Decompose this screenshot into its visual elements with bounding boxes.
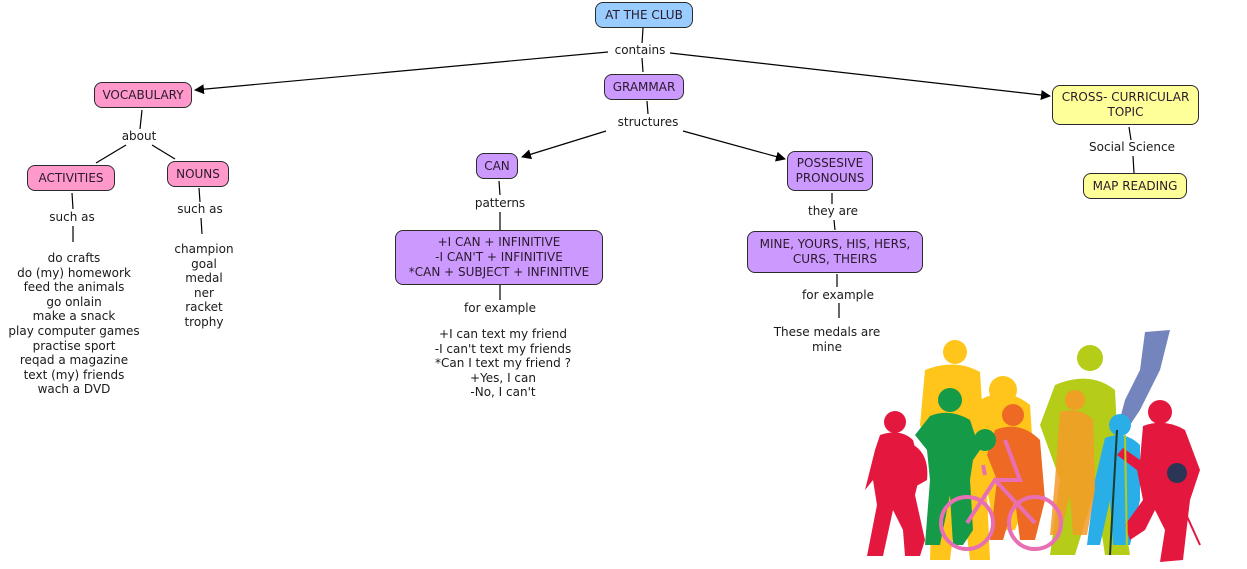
can-example-item: +Yes, I can (470, 370, 536, 385)
activity-item: make a snack (32, 309, 116, 324)
node-map-reading[interactable]: MAP READING (1083, 173, 1187, 199)
link-label-they-are: they are (805, 204, 861, 219)
arrow-structures-possessive (682, 130, 786, 162)
activity-item: do crafts (47, 251, 101, 265)
noun-item: ner (194, 285, 214, 300)
line-cross-social (1128, 126, 1132, 141)
pronoun-example-line: These medals are (773, 325, 881, 339)
line-nouns-suchas (198, 187, 201, 203)
line-activities-suchas (71, 192, 74, 210)
line-grammar-structures (646, 100, 649, 115)
line-social-map (1132, 155, 1135, 174)
can-example-item: +I can text my friend (439, 327, 567, 341)
line-theyare-list (833, 219, 836, 231)
green-figure (915, 388, 996, 545)
blue-gray-figure (1117, 330, 1170, 430)
arrow-structures-can (521, 130, 607, 160)
link-label-patterns: patterns (472, 196, 528, 211)
line-suchas-nouns-list (200, 217, 203, 235)
red-figure-left (865, 411, 928, 556)
link-label-nouns-such-as: such as (175, 202, 225, 217)
link-label-structures: structures (615, 115, 681, 130)
node-at-the-club[interactable]: AT THE CLUB (595, 2, 693, 28)
can-example-item: -I can't text my friends (434, 341, 572, 356)
red-figure-right (1117, 400, 1201, 562)
node-can-patterns[interactable]: +I CAN + INFINITIVE -I CAN'T + INFINITIV… (395, 230, 603, 285)
amber-figure (1050, 390, 1095, 535)
line-about-activities (95, 144, 127, 164)
activity-item: wach a DVD (37, 382, 111, 397)
noun-item: medal (185, 271, 223, 286)
link-label-can-for-example: for example (462, 301, 538, 316)
noun-item: goal (191, 256, 217, 271)
line-about-nouns (151, 144, 176, 160)
link-label-contains: contains (612, 43, 668, 58)
activity-item: go onlain (46, 294, 102, 309)
arrow-contains-cross (669, 52, 1051, 100)
activity-item: reqad a magazine (19, 353, 129, 368)
line-contains-grammar (641, 57, 644, 73)
node-pronouns-list[interactable]: MINE, YOURS, HIS, HERS, CURS, THEIRS (747, 231, 923, 273)
orange-figure (987, 404, 1045, 540)
noun-item: trophy (184, 314, 224, 329)
link-label-pronoun-for-example: for example (800, 288, 876, 303)
can-examples-list: +I can text my friend-I can't text my fr… (435, 327, 572, 400)
link-label-activities-such-as: such as (47, 210, 97, 225)
line-root-contains (641, 27, 644, 45)
activity-item: text (my) friends (23, 367, 125, 382)
node-grammar[interactable]: GRAMMAR (604, 74, 684, 100)
activity-item: feed the animals (23, 280, 125, 295)
node-vocabulary[interactable]: VOCABULARY (94, 82, 192, 108)
can-example-item: *Can I text my friend ? (435, 356, 571, 371)
noun-item: racket (185, 300, 223, 315)
people-silhouettes-illustration (865, 330, 1201, 562)
line-vocab-about (139, 109, 143, 130)
can-example-item: -No, I can't (470, 385, 536, 400)
node-activities[interactable]: ACTIVITIES (27, 165, 115, 191)
link-label-about: about (119, 129, 159, 144)
noun-item: champion (174, 242, 234, 256)
poles (1109, 429, 1128, 556)
node-possessive-pronouns[interactable]: POSSESIVE PRONOUNS (787, 151, 873, 191)
bicycle (939, 439, 1063, 551)
link-label-social-science: Social Science (1087, 140, 1177, 155)
node-can[interactable]: CAN (476, 153, 518, 179)
pronoun-example-line: mine (811, 339, 842, 354)
activity-item: practise sport (32, 338, 116, 353)
node-cross-curricular-topic[interactable]: CROSS- CURRICULAR TOPIC (1052, 85, 1199, 125)
arrow-contains-vocabulary (194, 51, 609, 95)
activity-item: play computer games (8, 323, 140, 338)
node-nouns[interactable]: NOUNS (167, 161, 229, 187)
line-can-patterns (498, 180, 501, 196)
activity-item: do (my) homework (17, 265, 131, 280)
